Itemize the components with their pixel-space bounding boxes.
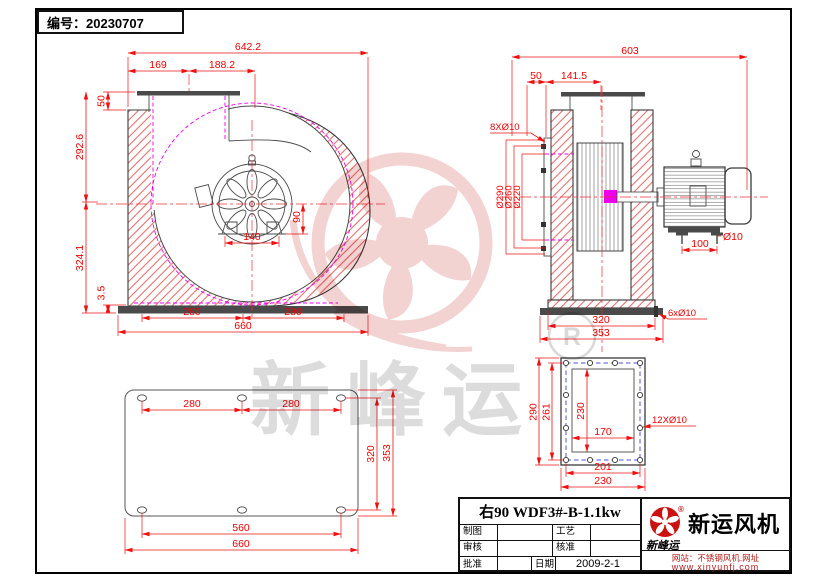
side-view: 603 50 141.5 8XØ10 Ø290 Ø260 Ø220 100 Ø1… (490, 45, 768, 352)
title-block: 右90 WDF3#-B-1.1kw 制图 工艺 审核 核准 批准 日期 2009… (458, 497, 642, 573)
watermark-registered-r: R (563, 323, 581, 351)
dim-front-324: 324.1 (74, 245, 86, 271)
dim-flange-12x10: 12XØ10 (652, 415, 687, 426)
company-name: 新运风机 (688, 512, 781, 537)
checked-label: 审核 (460, 541, 498, 556)
ratified-value (498, 557, 532, 573)
checked-value (498, 541, 553, 556)
dim-front-280-right: 280 (284, 306, 302, 318)
approved-value (591, 541, 640, 556)
title-block-row: 制图 工艺 (460, 525, 640, 541)
dim-flange-290: 290 (528, 403, 540, 421)
watermark-fan-logo (311, 152, 493, 334)
dim-side-603: 603 (621, 45, 639, 57)
casing-wall-right (630, 109, 654, 301)
dim-front-50: 50 (96, 95, 108, 107)
dim-side-d260: Ø260 (504, 185, 515, 208)
model-title: 右90 WDF3#-B-1.1kw (460, 499, 640, 525)
dim-plate-280-left: 280 (183, 398, 201, 410)
company-website-line: 网站：不锈钢风机.网址 (671, 553, 760, 563)
doc-number-text: 编号：20230707 (47, 15, 144, 31)
flange-view: 290 261 230 170 12XØ10 201 230 (528, 357, 696, 491)
dim-front-total-width: 642.2 (235, 41, 261, 53)
company-logo-icon (650, 507, 680, 537)
sheet-border (35, 8, 792, 574)
company-url: www.xinyunfj.com (671, 562, 760, 572)
dim-side-6x10: 6xØ10 (668, 308, 696, 319)
watermark-layer: 新峰运 R (250, 152, 597, 446)
dim-plate-560: 560 (232, 522, 250, 534)
company-logo-script: 新峰运 (646, 540, 679, 552)
dim-side-353: 353 (592, 327, 610, 339)
dim-flange-261: 261 (541, 403, 553, 421)
watermark-registered-circle (547, 311, 597, 361)
dim-side-d10: Ø10 (723, 231, 743, 243)
dim-front-292: 292.6 (74, 134, 86, 160)
dim-front-169: 169 (149, 59, 167, 71)
flange-outline (560, 357, 646, 466)
dim-flange-230b: 230 (594, 475, 612, 487)
flange-bolt-holes (562, 359, 644, 464)
dim-side-50: 50 (530, 70, 542, 82)
dim-plate-320: 320 (365, 445, 377, 463)
dim-side-8x10: 8XØ10 (490, 122, 520, 133)
dim-flange-230v: 230 (575, 402, 587, 420)
dim-side-141: 141.5 (561, 70, 587, 82)
dim-front-660: 660 (234, 320, 252, 332)
base-plate (118, 306, 368, 314)
dim-front-140: 140 (243, 231, 261, 243)
watermark-swoosh-2 (333, 309, 473, 352)
casing-wall-left (550, 109, 574, 301)
logo-registered-mark: ® (678, 505, 684, 514)
dim-side-d220: Ø220 (512, 185, 523, 208)
bolt-circle-rect (565, 362, 641, 461)
dim-front-90: 90 (291, 211, 303, 223)
approved-label: 核准 (553, 541, 591, 556)
date-value: 2009-2-1 (575, 558, 621, 570)
title-block-row: 批准 日期 2009-2-1 (460, 557, 640, 573)
outlet-flange (137, 91, 240, 96)
mounting-plate (124, 389, 359, 517)
process-value (591, 525, 640, 540)
dim-front-280-left: 280 (183, 306, 201, 318)
doc-number-box: 编号：20230707 (37, 10, 184, 34)
company-block: ® 新运风机 新峰运 网站：不锈钢风机.网址 www.xinyunfj.com (642, 497, 791, 572)
dim-flange-201: 201 (594, 461, 612, 473)
dim-side-320: 320 (592, 314, 610, 326)
dim-side-d290: Ø290 (495, 185, 506, 208)
company-divider (642, 550, 789, 551)
ratified-label: 批准 (460, 557, 498, 573)
dim-plate-660: 660 (232, 538, 250, 550)
side-outlet-flange (561, 92, 645, 97)
side-base-plate (540, 308, 663, 315)
dim-front-3-5: 3.5 (96, 286, 108, 301)
dim-plate-280-right: 280 (282, 398, 300, 410)
drawn-value (498, 525, 553, 540)
dim-plate-353: 353 (381, 444, 393, 462)
process-label: 工艺 (553, 525, 591, 540)
title-block-row: 审核 核准 (460, 541, 640, 557)
dim-front-188: 188.2 (209, 59, 235, 71)
dim-flange-170: 170 (594, 426, 612, 438)
watermark-brand-text: 新峰运 (250, 358, 538, 446)
plate-view: 280 280 320 353 560 660 (124, 389, 397, 554)
dim-side-100: 100 (691, 238, 709, 250)
drawn-label: 制图 (460, 525, 498, 540)
watermark-swoosh (289, 219, 447, 352)
date-label: 日期 (532, 557, 556, 573)
